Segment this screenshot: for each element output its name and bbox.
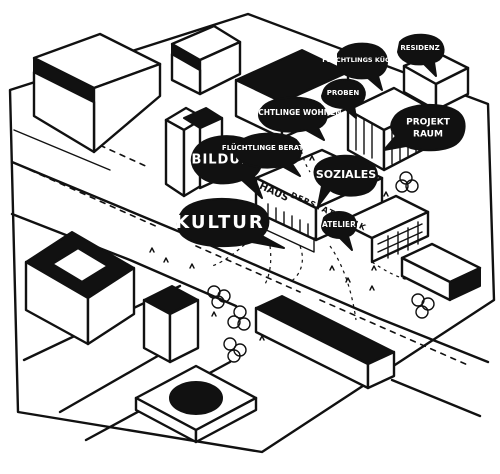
bubble-fluechtlings-kueche: FLÜCHTLINGS KÜCHE: [322, 42, 400, 91]
fountain-square: [134, 364, 258, 444]
facade-letter: E: [296, 194, 305, 204]
facade-letter: T: [314, 202, 323, 213]
building-low-extension: [338, 194, 430, 264]
tree-clusters: [207, 171, 435, 363]
bubble-soziales: SOZIALES: [313, 154, 378, 207]
facade-letter: R: [302, 196, 311, 207]
building-small-box: [142, 285, 200, 364]
main-road-centerline: [29, 169, 471, 367]
facade-letter: I: [334, 211, 341, 220]
bubble-residenz-label: RESIDENZ: [400, 44, 439, 52]
north-road-edge: [13, 129, 111, 171]
bubble-soziales-label: SOZIALES: [316, 168, 376, 181]
fountain-circle: [169, 381, 223, 415]
bubble-atelier: ATELIER: [321, 211, 357, 251]
main-road-south-edge-east: [390, 378, 482, 418]
building-block-north: [170, 24, 242, 96]
bubble-fluechtlinge-wohnen: FLÜCHTLINGE WOHNEN: [243, 96, 342, 141]
building-block-east-lower: [400, 242, 482, 302]
bubble-residenz: RESIDENZ: [397, 33, 445, 77]
bubble-projekt-raum: PROJEKT RAUM: [383, 103, 466, 152]
building-long-block-northwest: [32, 32, 162, 154]
bubble-kultur-label: KULTUR: [175, 212, 265, 233]
facade-letter: I: [353, 219, 360, 228]
facade-letter: A: [320, 205, 330, 216]
bubble-kultur: KULTUR: [175, 197, 285, 249]
bubble-projekt-raum-label-2: RAUM: [413, 130, 443, 140]
main-road-north-edge: [10, 160, 490, 364]
bubble-fluechtlinge-beraten: FLÜCHTLINGE BERATEN: [222, 132, 314, 177]
facade-letter: S: [339, 213, 348, 224]
bubble-fluechtlings-kueche-label: FLÜCHTLINGS KÜCHE: [322, 55, 399, 64]
bubble-fluechtlinge-beraten-label: FLÜCHTLINGE BERATEN: [222, 143, 314, 152]
main-road-south-edge: [10, 212, 238, 308]
bubble-atelier-label: ATELIER: [322, 220, 356, 229]
facade-letter: K: [357, 221, 367, 232]
facade-letter: S: [308, 199, 317, 210]
facade-letter: D: [289, 191, 299, 202]
building-courtyard-block: [24, 231, 136, 346]
bubble-proben-label: PROBEN: [327, 89, 360, 97]
bubble-projekt-raum-label-1: PROJEKT: [406, 118, 451, 128]
building-slab-south: [254, 295, 396, 390]
map-frame: [8, 12, 496, 454]
facade-letter: T: [327, 208, 336, 219]
bubble-fluechtlinge-wohnen-label: FLÜCHTLINGE WOHNEN: [243, 108, 342, 117]
facade-letter: T: [345, 216, 354, 227]
bubble-proben: PROBEN: [321, 78, 366, 119]
